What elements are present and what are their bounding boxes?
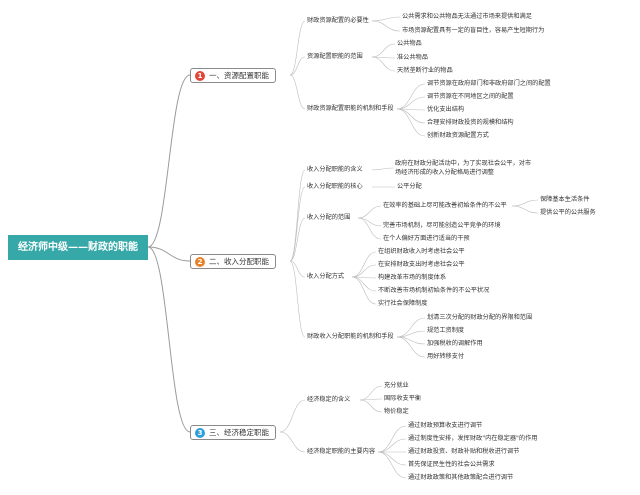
connector-line [371,20,401,32]
connector-line [371,56,396,72]
branch-label: 财政资源配置职能的机制和手段 [307,105,394,112]
connector-line [396,317,426,338]
branch-label: 财政资源配置的必要性 [307,17,369,24]
section-economic-stability: 3 三、经济稳定职能 [190,425,276,440]
leaf-item: 首先保证民生性的社会公共需求 [408,461,495,468]
section-number-badge: 1 [195,70,205,81]
leaf-item: 公共需求和公共物品无法通过市场来提供和满足 [402,13,532,20]
connector-line [351,251,377,278]
connector-line [371,43,396,58]
connector-line [289,20,306,76]
leaf-item: 通过财政政策和其他政策配合进行调节 [408,474,514,481]
connector-line [357,217,382,240]
branch-label: 经济稳定职能的主要内容 [307,448,376,455]
section-resource-allocation: 1 一、资源配置职能 [190,68,276,83]
leaf-item: 通过财政预算收支进行调节 [408,422,483,429]
connector-line [351,276,377,292]
leaf-item: 规范工资制度 [427,327,465,334]
connector-line [351,276,377,305]
connector-line [359,385,383,401]
branch-label: 收入分配方式 [307,273,345,280]
section-number-badge: 2 [195,256,205,267]
leaf-item: 在个人偏好方面进行适当的干预 [383,235,470,242]
connector-line [396,336,426,358]
leaf-item: 天然垄断行业的物品 [397,67,453,74]
connector-line [511,199,539,207]
leaf-item: 加强税收的调解作用 [427,340,483,347]
connector-line [359,399,383,413]
connector-line [357,217,382,227]
leaf-item: 在组织财政收入时考虑社会公平 [378,248,465,255]
connector-line [377,425,407,453]
section-income-distribution: 2 二、收入分配职能 [190,254,276,269]
connector-line [357,205,382,219]
branch-label: 经济稳定的含义 [307,396,351,403]
connector-line [289,74,306,110]
leaf-item: 不断改善市场机制初始条件的不公平状况 [378,287,490,294]
connector-line [377,438,407,453]
leaf-item: 充分就业 [384,382,409,389]
leaf-item: 准公共物品 [397,54,428,61]
connector-line [377,451,407,479]
connector-line [371,167,394,171]
leaf-item: 完善市场机制，尽可能创造公平竞争的环境 [383,222,501,229]
connector-line [147,74,191,248]
connector-line [396,96,426,110]
connector-line [279,399,306,433]
connector-line [511,205,539,214]
leaf-item: 通过制度性安排，发挥财政"内在稳定器"的作用 [408,435,538,442]
leaf-item: 创新财政资源配置方式 [427,132,489,139]
leaf-item: 合理安排财政投资的规模和结构 [427,119,514,126]
leaf-item: 通过财政投资、财政补贴和税收进行调节 [408,448,520,455]
sub-leaf-item: 保障基本生活条件 [540,196,590,203]
branch-label: 财政收入分配职能的机制和手段 [307,333,394,340]
connector-line [377,451,407,466]
leaf-item: 用好转移支付 [427,353,465,360]
leaf-item: 划清三次分配的财政分配的界限和范围 [427,314,533,321]
connector-line [351,264,377,278]
leaf-item: 公共物品 [397,40,422,47]
branch-label: 收入分配职能的含义 [307,166,363,173]
connector-line [396,330,426,338]
branch-label: 收入分配的范围 [307,214,351,221]
leaf-item: 调节资源在政府部门和非政府部门之间的配置 [427,80,551,87]
leaf-item: 构建改革市场的制度体系 [378,274,447,281]
section-number-badge: 3 [195,427,205,438]
connector-line [289,186,306,262]
leaf-item: 在效率的基础上尽可能改善初始条件的不公平 [383,202,507,209]
connector-line [147,246,191,262]
leaf-item: 国际收支平衡 [384,395,422,402]
connector-line [289,260,306,278]
branch-label: 资源配置职能的范围 [307,53,363,60]
leaf-item: 实行社会保障制度 [378,300,428,307]
connector-line [359,398,383,401]
leaf-item: 物价稳定 [384,408,409,415]
connector-line [396,108,426,137]
leaf-item: 优化支出结构 [427,106,465,113]
leaf-item: 市场资源配置具有一定的盲目性，容易产生短期行为 [402,27,545,34]
connector-line [289,260,306,338]
sub-leaf-item: 提供公平的公共服务 [540,209,596,216]
leaf-item: 公平分配 [397,183,422,190]
connector-line [289,169,306,262]
leaf-item: 政府在财政分配活动中，为了实现社会公平，对市场经济形成的收入分配格局进行调整 [395,160,532,176]
root-topic: 经济师中级——财政的职能 [8,235,148,260]
connector-line [147,246,191,433]
section-label: 三、经济稳定职能 [209,428,269,437]
connector-line [396,83,426,110]
branch-label: 收入分配职能的核心 [307,183,363,190]
section-label: 二、收入分配职能 [209,257,269,266]
leaf-item: 在安排财政支出时考虑社会公平 [378,261,465,268]
connector-line [279,431,306,453]
section-label: 一、资源配置职能 [209,71,269,80]
connector-line [396,336,426,345]
connector-line [396,108,426,124]
connector-line [289,217,306,262]
connector-line [371,16,401,22]
connector-line [289,56,306,76]
leaf-item: 调节资源在不同地区之间的配置 [427,93,514,100]
